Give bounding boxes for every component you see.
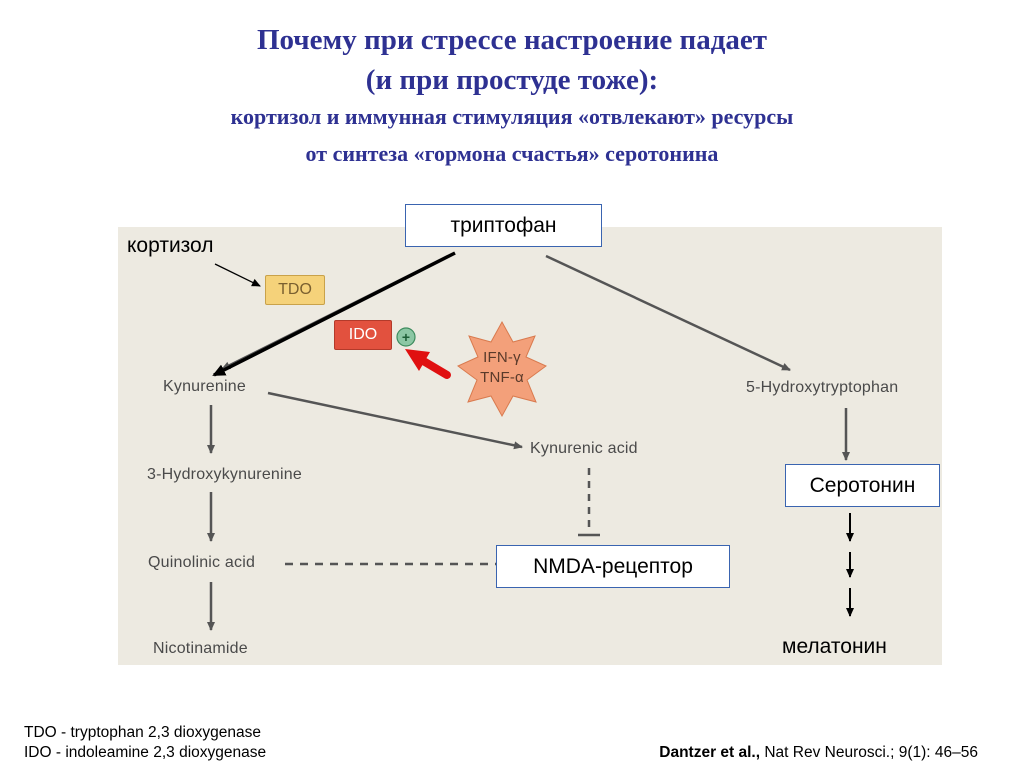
ido-definition: IDO - indoleamine 2,3 dioxygenase [24, 744, 267, 761]
tdo-definition: TDO - tryptophan 2,3 dioxygenase [24, 724, 261, 741]
arrow-bold-tryptophan-kynurenine [212, 251, 456, 377]
citation-authors: Dantzer et al., [659, 744, 761, 761]
cortisol-pointer [214, 263, 261, 287]
tryptophan-box: триптофан [405, 204, 602, 247]
serotonin-box: Серотонин [785, 464, 940, 507]
citation-source: Nat Rev Neurosci.; 9(1): 46–56 [760, 744, 978, 761]
tdo-enzyme: TDO [265, 275, 325, 305]
activation-plus-circle [396, 327, 416, 347]
arrow-tryptophan-5htp [545, 254, 791, 372]
cytokine-star-shape [457, 320, 547, 418]
ido-enzyme: IDO [334, 320, 392, 350]
slide-title-line2: (и при простуде тоже): [365, 64, 659, 96]
diagram-panel [118, 227, 942, 665]
nmda-receptor-box: NMDA-рецептор [496, 545, 730, 588]
hydroxytryptophan-label: 5-Hydroxytryptophan [746, 379, 899, 396]
hydroxykynurenine-label: 3-Hydroxykynurenine [147, 466, 302, 483]
kynurenic-acid-label: Kynurenic acid [530, 440, 638, 457]
ifn-gamma-label: IFN-γ [483, 349, 521, 366]
melatonin-label: мелатонин [782, 635, 887, 658]
slide-subtitle-line2: от синтеза «гормона счастья» серотонина [305, 141, 719, 166]
tnf-alpha-label: TNF-α [480, 369, 524, 386]
nicotinamide-label: Nicotinamide [153, 640, 248, 657]
arrow-kynurenine-kynurenic [267, 391, 523, 450]
cortisol-label: кортизол [127, 234, 214, 257]
red-activation-arrow [405, 349, 451, 379]
citation: Dantzer et al., Nat Rev Neurosci.; 9(1):… [659, 744, 978, 762]
slide-title-line1: Почему при стрессе настроение падает [256, 24, 768, 56]
plus-sign: + [401, 329, 411, 345]
slide-subtitle-line1: кортизол и иммунная стимуляция «отвлекаю… [230, 104, 794, 129]
kynurenine-label: Kynurenine [163, 378, 246, 395]
quinolinic-acid-label: Quinolinic acid [148, 554, 256, 571]
